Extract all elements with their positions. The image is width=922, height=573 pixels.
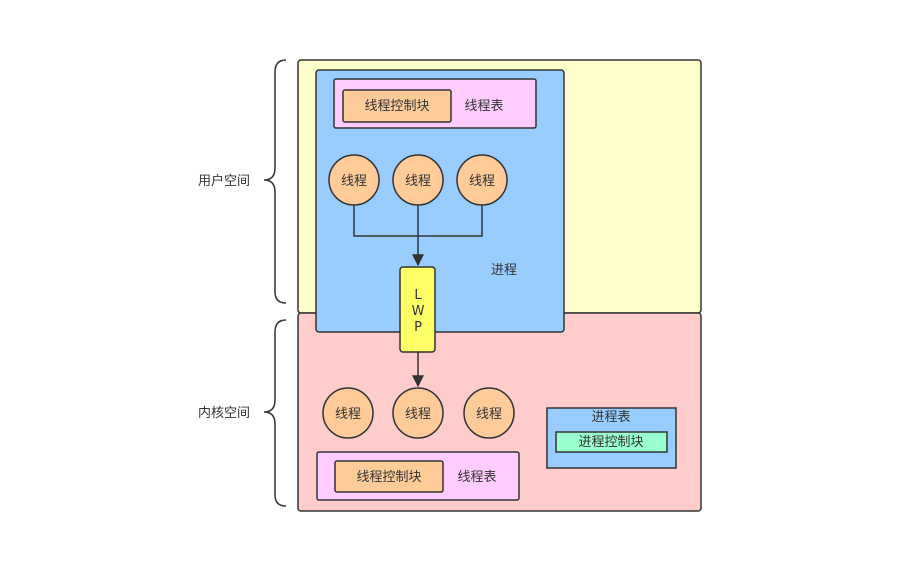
process-label: 进程 [491,263,517,278]
user-thread-label: 线程 [341,174,367,189]
user-thread-label: 线程 [469,174,495,189]
kernel-thread-node: 线程 [392,387,444,439]
user-thread-node: 线程 [328,154,380,206]
user-thread-node: 线程 [392,154,444,206]
user-thread-node: 线程 [456,154,508,206]
lwp-letter: P [414,320,422,335]
lwp-letter: W [412,304,425,319]
user-thread-control-block-label: 线程控制块 [364,99,429,114]
kernel-thread-label: 线程 [405,407,431,422]
user-space-brace [263,59,287,304]
kernel-thread-label: 线程 [335,407,361,422]
kernel-thread-control-block [334,460,444,493]
process-table-label: 进程表 [591,410,630,425]
kernel-space-brace [263,319,287,507]
process-box [315,69,565,333]
kernel-thread-node: 线程 [463,387,515,439]
process-control-block [555,431,668,453]
kernel-space-label: 内核空间 [198,405,250,421]
kernel-thread-control-block-label: 线程控制块 [356,470,421,485]
kernel-thread-node: 线程 [322,387,374,439]
user-thread-control-block [342,89,452,123]
process-control-block-label: 进程控制块 [578,435,643,450]
user-space-label: 用户空间 [198,173,250,189]
user-thread-label: 线程 [405,174,431,189]
user-thread-table-label: 线程表 [464,99,503,114]
kernel-thread-label: 线程 [476,407,502,422]
kernel-thread-table-label: 线程表 [457,470,496,485]
lwp-letter: L [414,288,422,303]
